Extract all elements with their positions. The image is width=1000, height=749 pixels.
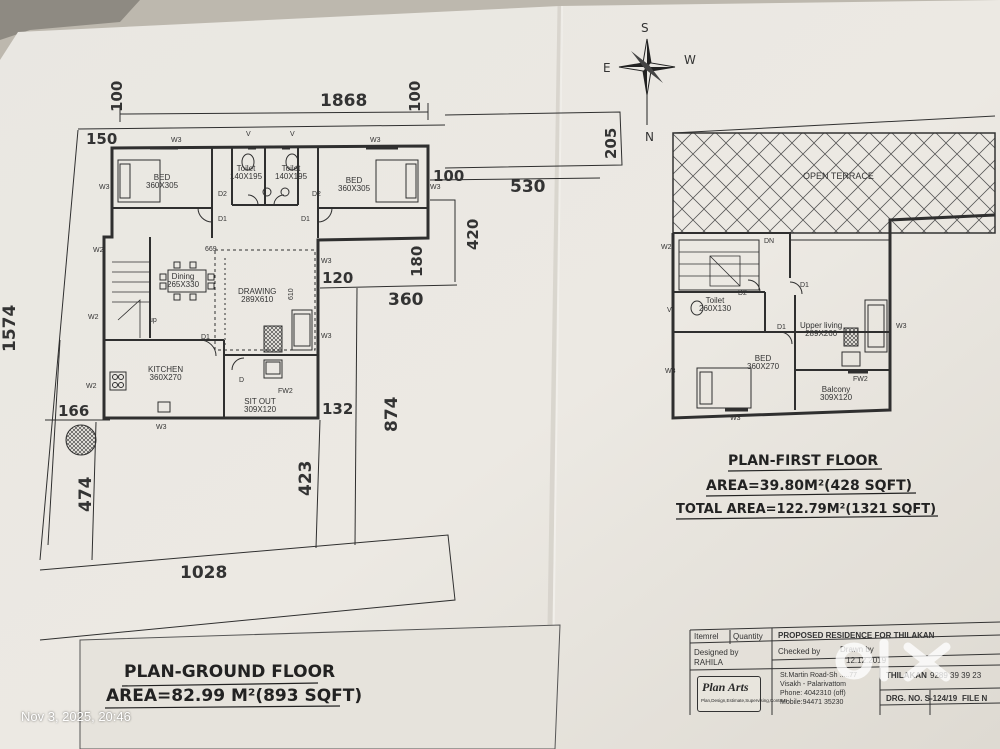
tb-itemref: Itemrel: [694, 632, 719, 641]
ff-w3-left: W3: [665, 368, 676, 375]
compass-e: E: [603, 61, 611, 75]
ff-title: PLAN-FIRST FLOOR: [728, 453, 879, 469]
compass-w: W: [684, 53, 696, 67]
tb-address3: Phone: 4042310 (off): [780, 690, 846, 697]
gf-w3-bottom: W3: [156, 424, 167, 431]
gf-669: 669: [205, 246, 217, 253]
dim-right-100: 100: [433, 167, 465, 185]
gf-w3-left: W3: [99, 184, 110, 191]
gf-d2-right: D2: [312, 191, 321, 198]
dim-top-total: 1868: [320, 91, 368, 111]
gf-d-main: D: [239, 377, 245, 384]
tb-designer: RAHILA: [694, 658, 723, 667]
ff-d2: D2: [738, 290, 747, 297]
photo-timestamp: Nov 3, 2025, 20:46: [21, 709, 131, 724]
tb-phone: 9289 39 39 23: [930, 671, 982, 680]
gf-w3-drawing-upper: W3: [321, 258, 332, 265]
dim-bottom-1028: 1028: [180, 563, 228, 583]
dim-right-360: 360: [388, 290, 424, 310]
ff-total-area: TOTAL AREA=122.79M²(1321 SQFT): [676, 502, 937, 517]
ff-v: V: [667, 307, 672, 314]
gf-d1-right: D1: [301, 216, 310, 223]
ff-d1-upper: D1: [800, 282, 809, 289]
ff-w3-right: W3: [896, 323, 907, 330]
dim-right-420: 420: [464, 218, 482, 250]
tb-address4: Mobile:94471 35230: [780, 699, 844, 706]
ff-dn: DN: [764, 238, 775, 245]
ff-fw2: FW2: [853, 376, 868, 383]
gf-up: up: [149, 317, 157, 324]
plan-arts-logo-text: Plan Arts: [702, 680, 749, 694]
dim-left-474: 474: [76, 476, 96, 513]
dim-right-530: 530: [510, 177, 546, 197]
olx-watermark-icon: [835, 638, 951, 682]
dim-right-180: 180: [408, 245, 426, 277]
ff-open-terrace: OPEN TERRACE: [803, 171, 874, 181]
ff-area: AREA=39.80M²(428 SQFT): [706, 478, 913, 494]
tb-proposed: PROPOSED RESIDENCE FOR THILAKAN: [778, 631, 935, 640]
dim-right-120: 120: [322, 269, 354, 287]
dim-left-1574: 1574: [0, 304, 20, 352]
gf-d1-kitchen: D1: [201, 334, 210, 341]
compass-rose: [618, 38, 676, 125]
ff-d1-lower: D1: [777, 324, 786, 331]
compass-s: S: [641, 21, 649, 35]
tb-drg-no: DRG. NO. S-124/19: [886, 694, 958, 703]
ground-floor-title-panel: [79, 624, 561, 749]
dim-bottom-423: 423: [296, 460, 316, 497]
dim-right-132: 132: [322, 400, 354, 418]
gf-w3-bed-right: W3: [370, 137, 381, 144]
tb-address2: Visakh - Palarivattom: [780, 681, 847, 688]
dim-left-offset: 150: [86, 130, 118, 148]
gf-w2-middle: W2: [88, 314, 99, 321]
tb-designed-by: Designed by: [694, 648, 739, 657]
plan-arts-tagline: Plan,Design,Estimate,Supervising,Contrac…: [701, 698, 788, 703]
gf-v-left: V: [246, 131, 251, 138]
gf-title: PLAN-GROUND FLOOR: [124, 662, 336, 682]
dim-top-right: 100: [406, 80, 424, 112]
background-cloth: [0, 0, 140, 40]
tb-quantity: Quantity: [733, 632, 763, 641]
dim-right-874: 874: [382, 396, 402, 433]
gf-w2-upper: W2: [93, 247, 104, 254]
dim-right-setback: 205: [602, 127, 620, 159]
gf-w3-drawing-lower: W3: [321, 333, 332, 340]
gf-w2-kitchen: W2: [86, 383, 97, 390]
compass-n: N: [645, 130, 654, 144]
gf-610: 610: [288, 288, 295, 300]
gf-fw2: FW2: [278, 388, 293, 395]
tb-file-no: FILE N: [962, 694, 988, 703]
ff-w3-bottom: W3: [730, 415, 741, 422]
ff-w2: W2: [661, 244, 672, 251]
gf-area: AREA=82.99 M²(893 SQFT): [106, 686, 363, 706]
dim-left-166: 166: [58, 402, 90, 420]
plan-arts-logo: Plan Arts Plan,Design,Estimate,Supervisi…: [697, 676, 787, 712]
gf-w3-right: W3: [430, 184, 441, 191]
tb-checked-by: Checked by: [778, 647, 821, 656]
gf-v-right: V: [290, 131, 295, 138]
tb-address1: St.Martin Road-Sh .....77: [780, 672, 858, 679]
dim-top-left: 100: [108, 80, 126, 112]
gf-d1-left: D1: [218, 216, 227, 223]
gf-d2-left: D2: [218, 191, 227, 198]
gf-w3-bed-left: W3: [171, 137, 182, 144]
